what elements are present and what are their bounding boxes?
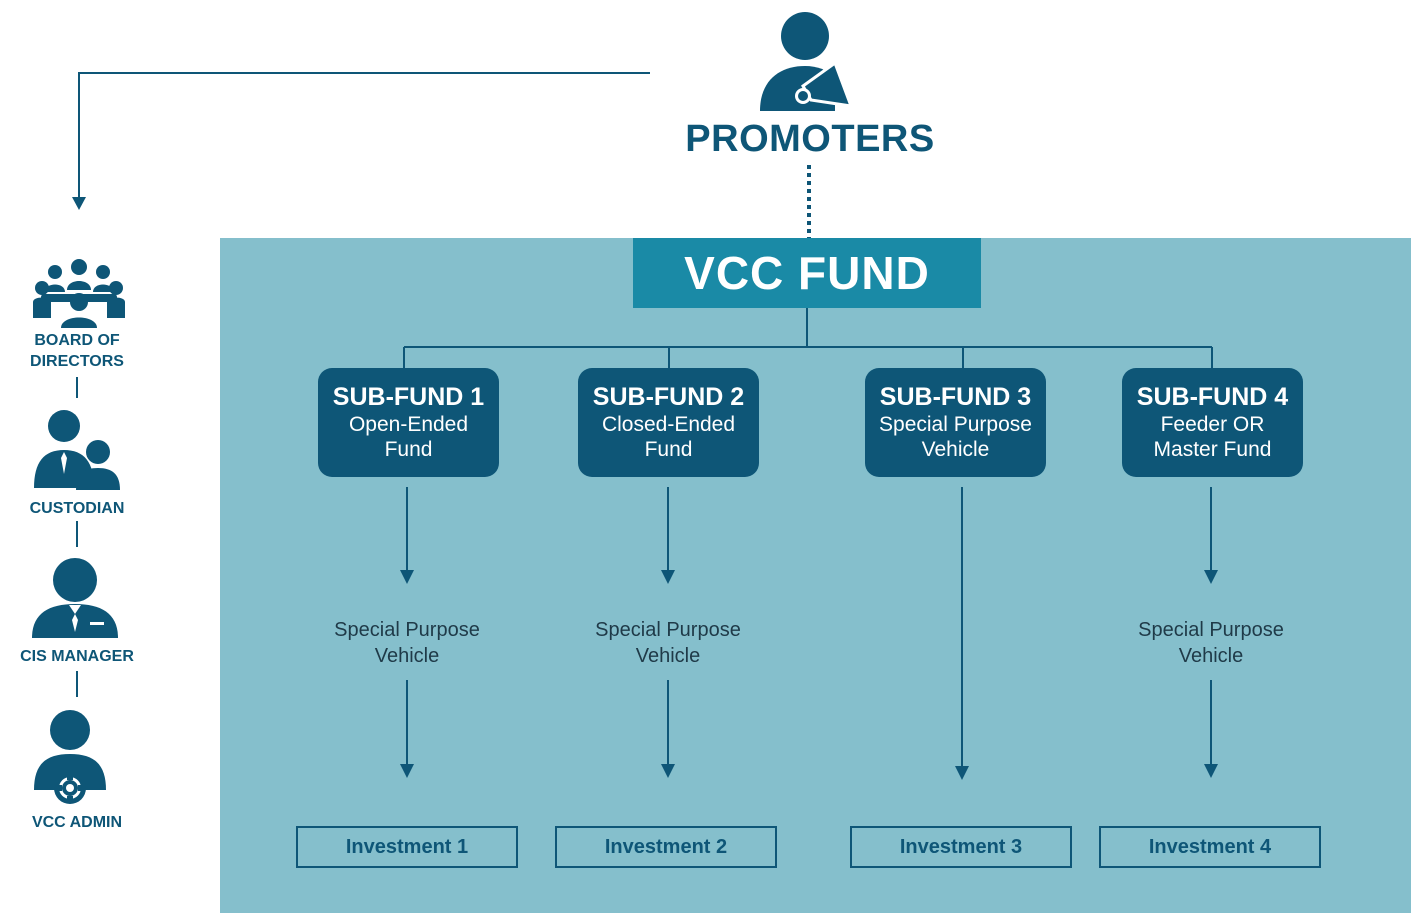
spv-line: Special Purpose [334, 619, 480, 641]
sub-fund-1-box: SUB-FUND 1 Open-Ended Fund [318, 368, 499, 477]
sub-fund-title: SUB-FUND 4 [1136, 383, 1289, 411]
investment-label: Investment 2 [604, 835, 728, 858]
vcc-fund-label: VCC FUND [684, 247, 930, 299]
spv-line: Vehicle [374, 645, 440, 667]
role-label-line: VCC ADMIN [31, 814, 123, 831]
sub-fund-desc: Feeder OR [1160, 413, 1265, 436]
spv-line: Special Purpose [1138, 619, 1284, 641]
arrowhead-2a [661, 570, 675, 584]
sub-fund-title: SUB-FUND 1 [332, 383, 485, 411]
role-label-line: CIS MANAGER [20, 648, 134, 665]
sub-fund-desc: Fund [384, 438, 433, 461]
manager-icon [32, 558, 118, 638]
admin-gear-icon [34, 710, 106, 804]
sub-fund-title: SUB-FUND 2 [592, 383, 745, 411]
spv-label-1: Special Purpose Vehicle [307, 617, 507, 669]
role-custodian-label: CUSTODIAN [2, 498, 152, 519]
investment-2-box: Investment 2 [555, 826, 777, 868]
role-cis-manager-label: CIS MANAGER [2, 646, 152, 667]
board-meeting-icon [33, 259, 125, 328]
sub-fund-desc: Closed-Ended [601, 413, 736, 436]
sub-fund-desc: Open-Ended [348, 413, 469, 436]
role-board-label: BOARD OF DIRECTORS [2, 330, 152, 372]
promoter-megaphone-icon [760, 12, 854, 111]
spv-line: Vehicle [1178, 645, 1244, 667]
promoters-label: PROMOTERS [685, 118, 935, 160]
vcc-fund-box: VCC FUND [633, 238, 981, 308]
board-arrowhead [72, 197, 86, 210]
arrowhead-4a [1204, 570, 1218, 584]
sub-fund-desc: Vehicle [921, 438, 990, 461]
investment-1-box: Investment 1 [296, 826, 518, 868]
spv-line: Special Purpose [595, 619, 741, 641]
spv-line: Vehicle [635, 645, 701, 667]
arrowhead-4b [1204, 764, 1218, 778]
arrowhead-1b [400, 764, 414, 778]
spv-label-2: Special Purpose Vehicle [568, 617, 768, 669]
sub-fund-desc: Fund [644, 438, 693, 461]
sub-fund-title: SUB-FUND 3 [879, 383, 1032, 411]
investment-label: Investment 1 [345, 835, 469, 858]
role-vcc-admin-label: VCC ADMIN [2, 812, 152, 833]
spv-label-4: Special Purpose Vehicle [1111, 617, 1311, 669]
sub-fund-4-box: SUB-FUND 4 Feeder OR Master Fund [1122, 368, 1303, 477]
investment-4-box: Investment 4 [1099, 826, 1321, 868]
role-label-line: BOARD OF [34, 332, 120, 349]
sub-fund-2-box: SUB-FUND 2 Closed-Ended Fund [578, 368, 759, 477]
arrowhead-3 [955, 766, 969, 780]
sub-fund-3-box: SUB-FUND 3 Special Purpose Vehicle [865, 368, 1046, 477]
arrowhead-2b [661, 764, 675, 778]
investment-label: Investment 3 [899, 835, 1023, 858]
investment-label: Investment 4 [1148, 835, 1272, 858]
investment-3-box: Investment 3 [850, 826, 1072, 868]
role-label-line: CUSTODIAN [29, 500, 125, 517]
role-label-line: DIRECTORS [30, 353, 124, 370]
arrowhead-1a [400, 570, 414, 584]
sub-fund-desc: Special Purpose [879, 413, 1032, 436]
sub-fund-desc: Master Fund [1153, 438, 1272, 461]
promoters-to-board-line [78, 72, 650, 197]
custodian-icon [34, 410, 120, 490]
